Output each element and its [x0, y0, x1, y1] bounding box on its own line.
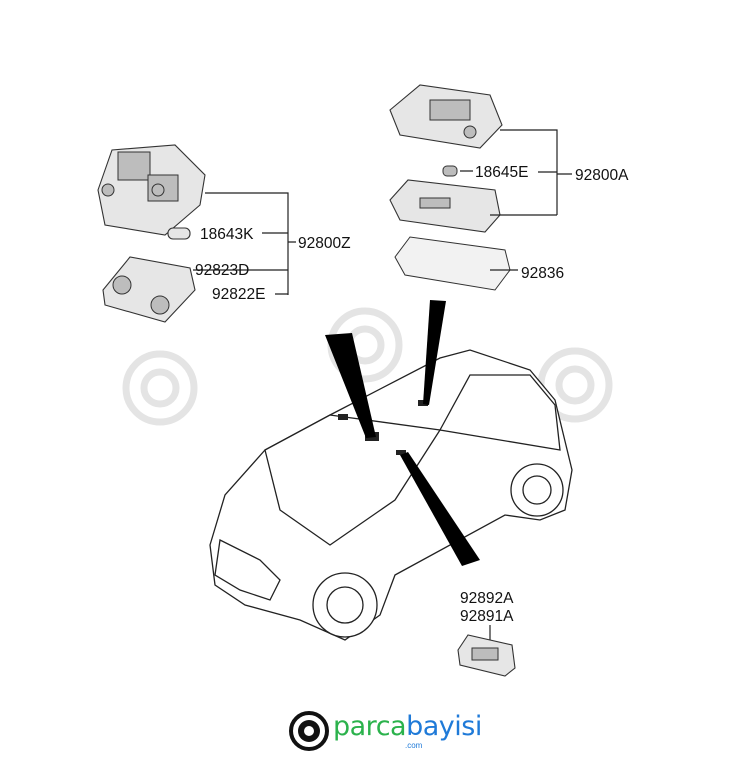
logo-suffix: .com [405, 741, 423, 750]
aperture-logo-icon [289, 711, 329, 751]
label-18645E: 18645E [475, 164, 528, 181]
car-illustration [209, 349, 573, 641]
label-92800A: 92800A [575, 167, 629, 184]
brand-logo: parcabayisi [333, 711, 482, 742]
lens-cover-right [394, 236, 511, 291]
label-92822E: 92822E [212, 286, 265, 303]
bulb-right [442, 165, 458, 177]
lens-left [102, 256, 196, 323]
overhead-console-lamp-right [389, 84, 503, 149]
pointer-arrows [325, 300, 480, 566]
label-18643K: 18643K [200, 226, 254, 243]
lens-right [389, 179, 501, 233]
label-92823D: 92823D [195, 262, 249, 279]
label-92800Z: 92800Z [298, 235, 351, 252]
logo-part1: parca [333, 711, 407, 742]
vanity-lamp [457, 634, 516, 677]
label-92892A: 92892A [460, 590, 514, 607]
overhead-console-lamp-left [97, 144, 206, 236]
label-92836: 92836 [521, 265, 564, 282]
label-92891A: 92891A [460, 608, 514, 625]
logo-part2: bayisi [406, 711, 482, 742]
bulb-left [167, 227, 191, 240]
